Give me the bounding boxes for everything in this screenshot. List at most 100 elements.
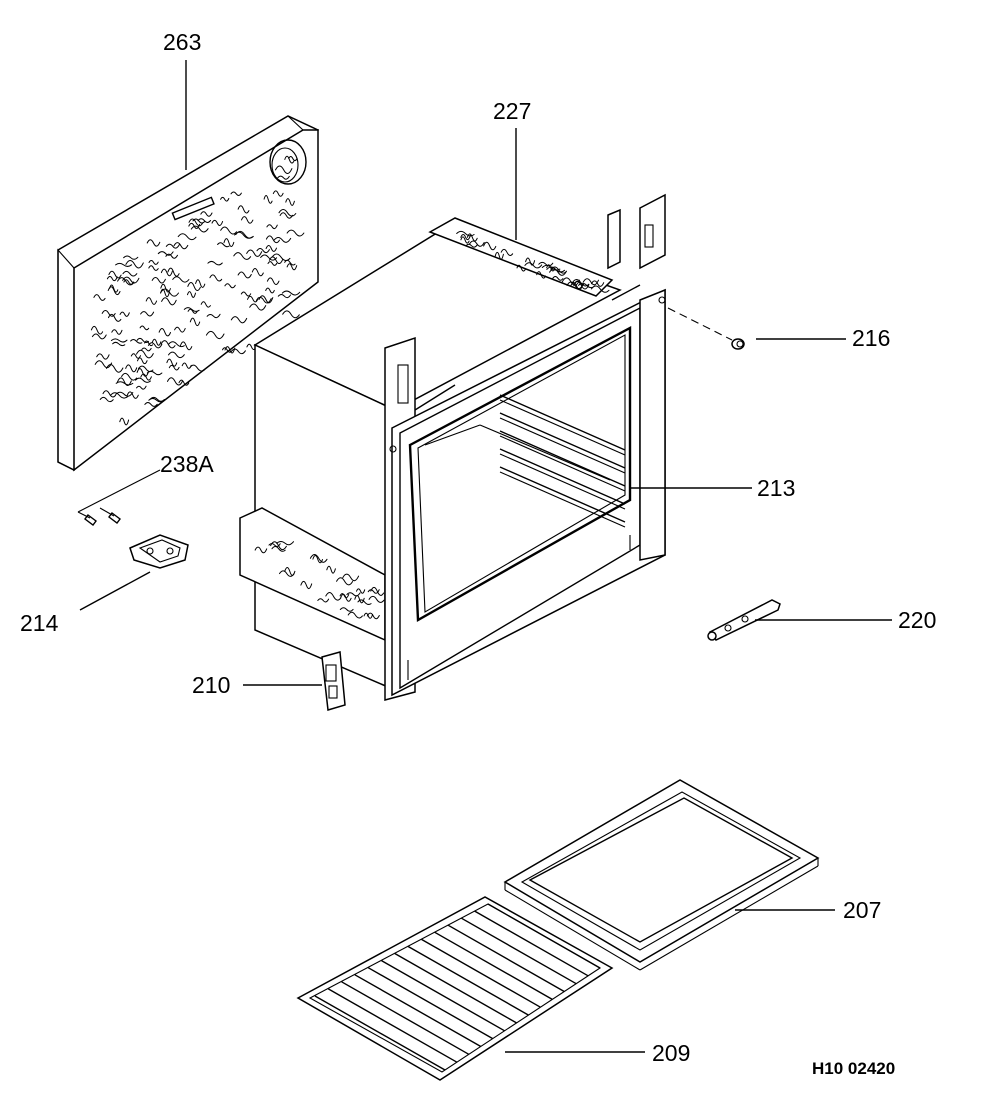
insulation-texture-mark (267, 261, 278, 266)
insulation-texture-mark (251, 268, 264, 277)
insulation-texture-mark (466, 233, 478, 242)
insulation-texture-mark (325, 591, 342, 601)
insulation-texture-mark (570, 282, 583, 290)
insulation-texture-mark (525, 257, 536, 266)
insulation-texture-mark (187, 282, 201, 291)
insulation-texture-mark (200, 301, 211, 308)
insulation-texture-mark (220, 226, 237, 235)
insulation-texture-mark (590, 285, 610, 293)
insulation-texture-mark (312, 555, 323, 564)
insulation-texture-mark (147, 342, 163, 349)
insulation-texture-mark (524, 262, 543, 269)
insulation-texture-mark (346, 592, 361, 597)
insulation-texture-mark (277, 175, 290, 180)
insulation-texture-mark (270, 541, 287, 551)
insulation-texture-mark (223, 238, 235, 248)
insulation-texture-mark (260, 254, 278, 261)
grid-bar (327, 988, 458, 1063)
shelf-runner-edge (499, 399, 626, 456)
insulation-texture-mark (189, 317, 201, 327)
grid-bar (461, 917, 577, 985)
insulation-texture-mark (101, 310, 116, 317)
insulation-texture-mark (582, 278, 599, 286)
oven-grid (296, 896, 614, 1081)
insulation-texture-mark (230, 316, 248, 324)
insulation-texture-mark (255, 296, 272, 304)
insulation-texture-mark (117, 277, 135, 286)
grid-bar (434, 931, 553, 1001)
insulation-texture-mark (111, 329, 123, 335)
insulation-texture-mark (220, 196, 230, 202)
label-238a: 238A (160, 451, 214, 477)
insulation-texture-mark (549, 268, 567, 276)
insulation-texture-mark (161, 297, 177, 306)
insulation-texture-mark (336, 577, 354, 586)
insulation-texture-mark (166, 358, 178, 367)
insulation-texture-mark (144, 401, 158, 407)
insulation-texture-mark (241, 216, 254, 224)
insulation-texture-mark (122, 276, 140, 284)
insulation-texture-mark (106, 276, 118, 282)
insulation-texture-mark (356, 588, 366, 594)
insulation-texture-mark (284, 155, 295, 164)
insulation-texture-mark (115, 262, 133, 267)
insulation-texture-mark (126, 391, 139, 399)
insulation-texture-mark (282, 310, 300, 319)
insulation-texture-mark (117, 377, 132, 386)
insulation-texture-mark (246, 249, 263, 257)
insulation-texture-mark (265, 235, 280, 244)
insulation-texture-mark (140, 373, 152, 381)
insulation-texture-mark (272, 190, 284, 197)
insulation-texture-mark (317, 598, 330, 603)
insulation-texture-mark (363, 612, 374, 619)
bracket-214 (129, 534, 189, 569)
insulation-texture-mark (288, 155, 298, 162)
insulation-texture-mark (141, 347, 152, 352)
insulation-texture-mark (188, 222, 201, 229)
insulation-texture-mark (460, 234, 471, 241)
insulation-texture-mark (339, 593, 350, 599)
insulation-texture-mark (122, 270, 138, 277)
grid-bar (447, 924, 565, 993)
insulation-texture-mark (538, 261, 554, 267)
insulation-texture-mark (168, 364, 180, 371)
insulation-texture-mark (286, 229, 305, 237)
insulation-texture-mark (233, 252, 252, 260)
insulation-texture-mark (266, 277, 280, 286)
insulation-texture-mark (205, 330, 225, 340)
insulation-texture-mark (187, 291, 196, 298)
insulation-texture-mark (145, 297, 158, 305)
insulation-texture-mark (366, 612, 380, 620)
grid-bar (341, 981, 470, 1055)
shelf-runner-edge (499, 417, 626, 474)
insulation-texture-mark (125, 364, 138, 373)
insulation-texture-mark (237, 271, 252, 279)
insulation-texture-mark (494, 251, 504, 260)
insulation-texture-mark (115, 391, 134, 397)
insulation-texture-mark (119, 311, 130, 317)
insulation-texture-mark (591, 280, 605, 287)
insulation-texture-mark (206, 313, 221, 319)
insulation-texture-mark (561, 277, 580, 286)
insulation-texture-mark (211, 219, 224, 226)
hinge-220 (707, 599, 781, 641)
insulation-texture-mark (172, 276, 190, 283)
insulation-texture-mark (266, 224, 278, 230)
insulation-texture-mark (224, 346, 236, 354)
insulation-texture-mark (224, 283, 236, 289)
insulation-texture-mark (309, 554, 328, 563)
insulation-texture-mark (136, 337, 149, 344)
insulation-texture-mark (237, 205, 250, 214)
insulation-texture-mark (96, 353, 110, 360)
insulation-texture-mark (483, 241, 497, 251)
insulation-texture-mark (130, 353, 141, 359)
insulation-texture-mark (197, 218, 212, 223)
insulation-texture-mark (158, 328, 171, 337)
label-214: 214 (20, 610, 59, 636)
insulation-texture-mark (258, 295, 274, 304)
insulation-texture-mark (209, 274, 223, 282)
grid-bar (381, 959, 505, 1032)
insulation-texture-mark (174, 326, 186, 333)
screw-set-238a (77, 469, 161, 526)
insulation-texture-mark (110, 392, 129, 399)
